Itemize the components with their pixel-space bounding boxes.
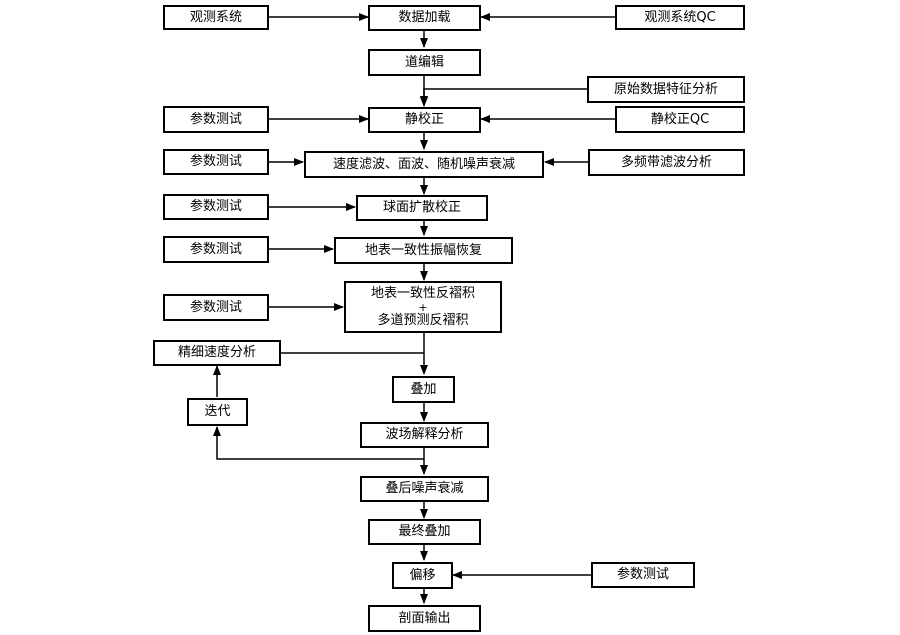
arrow-raw-analysis-to-static	[420, 88, 587, 106]
noise-attenuation-label: 速度滤波、面波、随机噪声衰减	[332, 156, 515, 172]
deconvolution-box: 地表一致性反褶积 + 多道预测反褶积	[344, 281, 502, 333]
post-stack-noise-box: 叠后噪声衰减	[360, 476, 489, 502]
surface-consistent-decon-label: 地表一致性反褶积	[370, 285, 475, 301]
stack-label: 叠加	[410, 381, 437, 397]
noise-attenuation-box: 速度滤波、面波、随机噪声衰减	[304, 151, 544, 178]
data-load-label: 数据加载	[398, 10, 451, 26]
static-correction-box: 静校正	[368, 107, 481, 133]
plus-sign: +	[418, 300, 428, 314]
wavefield-analysis-box: 波场解释分析	[360, 422, 489, 448]
raw-data-analysis-box: 原始数据特征分析	[587, 76, 745, 103]
amplitude-recovery-box: 地表一致性振幅恢复	[334, 237, 513, 264]
final-stack-box: 最终叠加	[368, 519, 481, 545]
param-test-label-1: 参数测试	[189, 111, 242, 127]
param-test-box-4: 参数测试	[163, 236, 269, 263]
static-correction-label: 静校正	[404, 112, 444, 128]
section-output-label: 剖面输出	[398, 610, 451, 626]
stack-box: 叠加	[392, 376, 455, 403]
section-output-box: 剖面输出	[368, 605, 481, 632]
param-test-box-3: 参数测试	[163, 194, 269, 220]
static-qc-box: 静校正QC	[615, 106, 745, 133]
param-test-box-5: 参数测试	[163, 294, 269, 321]
iteration-label: 迭代	[204, 404, 231, 420]
wavefield-analysis-label: 波场解释分析	[385, 427, 464, 443]
multiband-filter-analysis-box: 多频带滤波分析	[588, 149, 745, 176]
spherical-divergence-box: 球面扩散校正	[356, 195, 488, 221]
data-load-box: 数据加载	[368, 5, 481, 31]
param-test-box-1: 参数测试	[163, 106, 269, 133]
post-stack-noise-label: 叠后噪声衰减	[385, 481, 464, 497]
param-test-box-6: 参数测试	[591, 562, 695, 588]
param-test-box-2: 参数测试	[163, 149, 269, 175]
migration-box: 偏移	[392, 562, 453, 589]
iteration-box: 迭代	[187, 398, 248, 426]
obs-system-label: 观测系统	[189, 9, 242, 25]
param-test-label-4: 参数测试	[189, 241, 242, 257]
spherical-divergence-label: 球面扩散校正	[382, 200, 461, 216]
amplitude-recovery-label: 地表一致性振幅恢复	[364, 242, 482, 258]
param-test-label-2: 参数测试	[189, 154, 242, 170]
param-test-label-3: 参数测试	[189, 199, 242, 215]
raw-data-analysis-label: 原始数据特征分析	[613, 81, 718, 97]
trace-edit-box: 道编辑	[368, 49, 481, 76]
obs-system-qc-label: 观测系统QC	[644, 9, 716, 25]
fine-velocity-analysis-label: 精细速度分析	[177, 345, 256, 361]
final-stack-label: 最终叠加	[398, 524, 451, 540]
multiband-filter-analysis-label: 多频带滤波分析	[620, 154, 712, 170]
arrow-wavefield-to-iterate	[213, 426, 424, 460]
multichannel-predictive-decon-label: 多道预测反褶积	[377, 312, 469, 328]
param-test-label-5: 参数测试	[189, 299, 242, 315]
fine-velocity-analysis-box: 精细速度分析	[153, 340, 281, 366]
obs-system-qc-box: 观测系统QC	[615, 5, 745, 30]
static-qc-label: 静校正QC	[650, 111, 710, 127]
obs-system-box: 观测系统	[163, 5, 269, 30]
migration-label: 偏移	[409, 567, 436, 583]
param-test-label-6: 参数测试	[616, 567, 669, 583]
trace-edit-label: 道编辑	[404, 54, 444, 70]
